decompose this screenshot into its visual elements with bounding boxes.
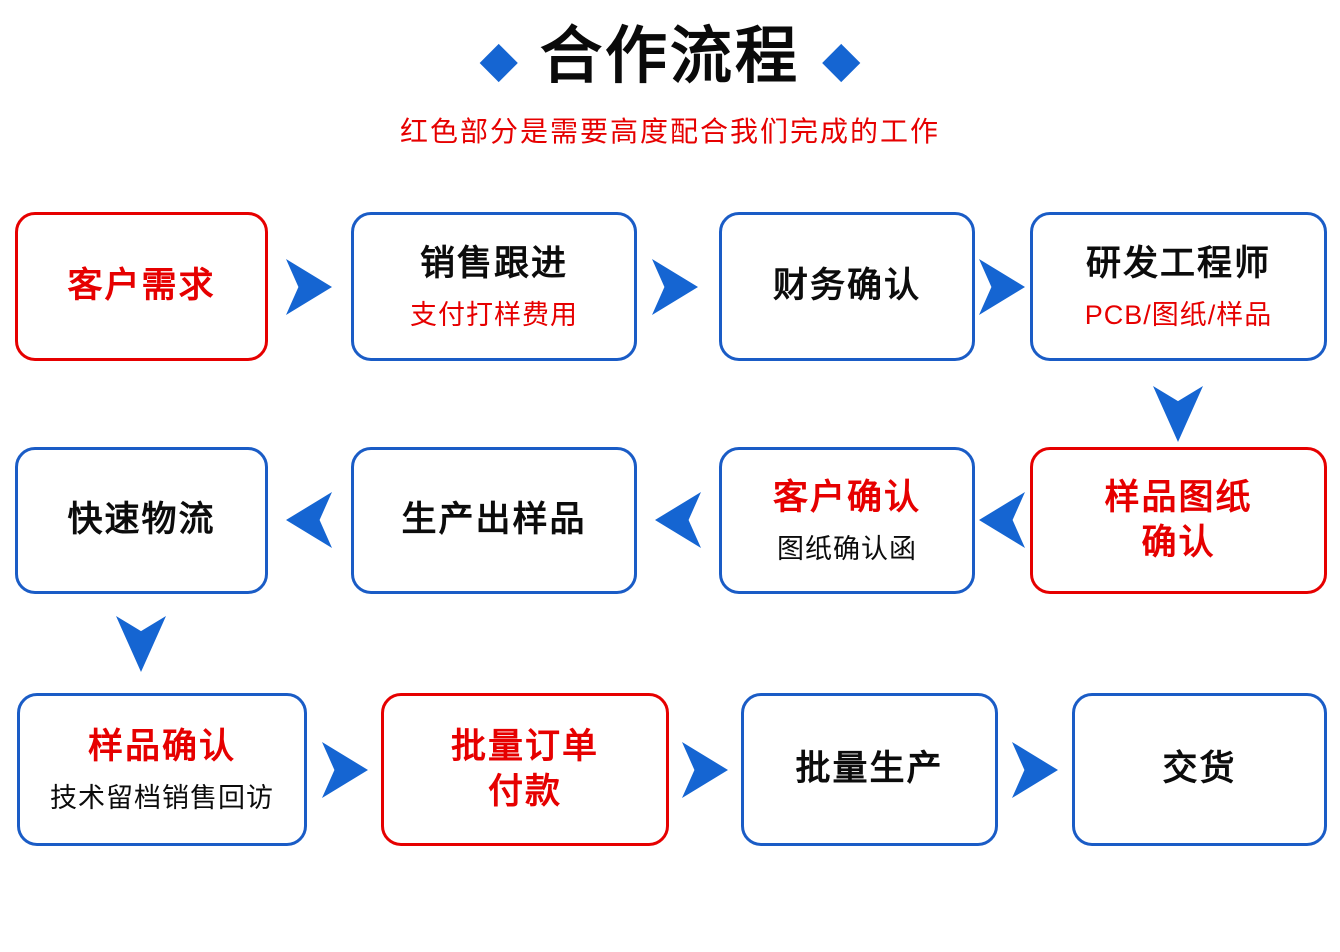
node-subtitle: 支付打样费用 <box>410 299 578 330</box>
node-title: 交货 <box>1162 749 1237 789</box>
node-bulk-order-payment: 批量订单 付款 <box>381 693 669 846</box>
arrow-down-icon <box>116 616 166 672</box>
node-sales-followup: 销售跟进 支付打样费用 <box>351 212 637 361</box>
node-title: 样品确认 <box>87 726 236 766</box>
node-finance-confirm: 财务确认 <box>719 212 975 361</box>
arrow-right-icon <box>979 259 1025 315</box>
page-subtitle: 红色部分是需要高度配合我们完成的工作 <box>399 116 940 147</box>
node-customer-confirm: 客户确认 图纸确认函 <box>719 447 975 594</box>
node-subtitle: 图纸确认函 <box>777 533 917 564</box>
page-header: ◆ 合作流程 ◆ <box>0 14 1340 100</box>
arrow-down-icon <box>1153 386 1203 442</box>
diamond-icon: ◆ <box>479 31 518 87</box>
node-title-line1: 批量订单 <box>450 726 599 766</box>
page-title: 合作流程 <box>539 21 800 91</box>
node-bulk-production: 批量生产 <box>741 693 998 846</box>
arrow-right-icon <box>1012 742 1058 798</box>
node-title: 财务确认 <box>772 266 921 306</box>
node-title: 客户确认 <box>772 477 921 517</box>
arrow-right-icon <box>652 259 698 315</box>
node-title-line1: 样品图纸 <box>1104 477 1253 517</box>
arrow-right-icon <box>682 742 728 798</box>
node-customer-demand: 客户需求 <box>15 212 268 361</box>
node-subtitle: PCB/图纸/样品 <box>1084 299 1273 330</box>
node-title: 生产出样品 <box>401 500 587 540</box>
arrow-right-icon <box>286 259 332 315</box>
node-title: 销售跟进 <box>419 243 568 283</box>
node-fast-logistics: 快速物流 <box>15 447 268 594</box>
node-title-line2: 付款 <box>487 771 562 811</box>
node-title: 研发工程师 <box>1085 243 1271 283</box>
node-sample-confirm: 样品确认 技术留档销售回访 <box>17 693 307 846</box>
arrow-left-icon <box>979 492 1025 548</box>
arrow-left-icon <box>655 492 701 548</box>
node-produce-sample: 生产出样品 <box>351 447 637 594</box>
node-title: 快速物流 <box>67 500 216 540</box>
arrow-left-icon <box>286 492 332 548</box>
node-title: 客户需求 <box>67 266 216 306</box>
diamond-icon: ◆ <box>822 31 861 87</box>
node-title: 批量生产 <box>795 749 944 789</box>
node-delivery: 交货 <box>1072 693 1327 846</box>
node-title-line2: 确认 <box>1141 522 1216 562</box>
node-rd-engineer: 研发工程师 PCB/图纸/样品 <box>1030 212 1327 361</box>
arrow-right-icon <box>322 742 368 798</box>
node-subtitle: 技术留档销售回访 <box>50 782 274 813</box>
node-sample-drawing-confirm: 样品图纸 确认 <box>1030 447 1327 594</box>
